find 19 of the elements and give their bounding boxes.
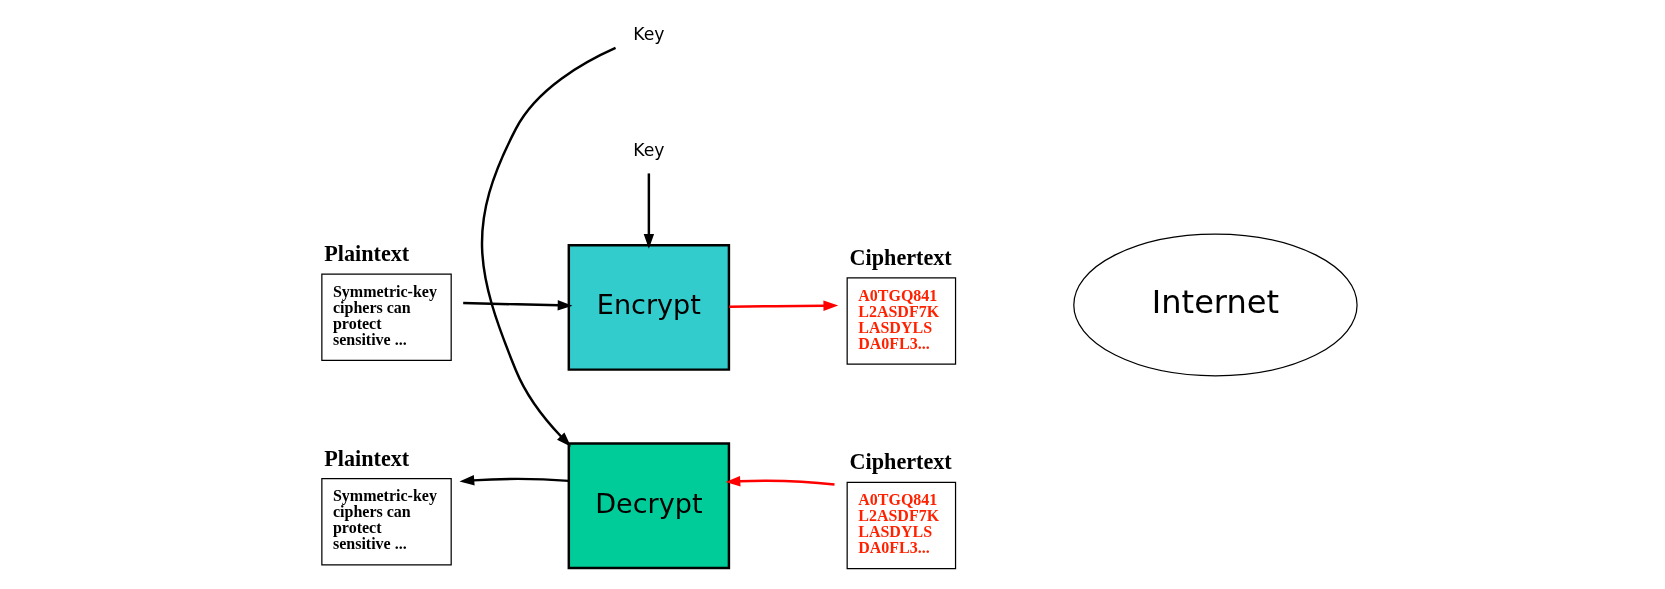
arrow: [728, 300, 838, 311]
node-box: Symmetric-key ciphers can protect sensitive ...: [320, 273, 452, 361]
node-ellipse: Internet: [1072, 233, 1358, 377]
node-label: Plaintext: [323, 241, 409, 267]
node-box: Symmetric-key ciphers can protect sensitive ...: [320, 478, 452, 566]
arrow: [643, 173, 654, 249]
node-box: A0TGQ841 L2ASDF7K LASDYLS DA0FL3...: [846, 481, 956, 570]
arrow: [458, 475, 569, 486]
node-box: A0TGQ841 L2ASDF7K LASDYLS DA0FL3...: [846, 277, 956, 365]
node-label: Ciphertext: [849, 449, 952, 475]
node-box: Encrypt: [567, 244, 730, 371]
node-label: Plaintext: [323, 445, 409, 471]
arrow: [462, 300, 572, 311]
node-box: Decrypt: [567, 442, 730, 570]
arrow: [480, 46, 616, 447]
node-text: Key: [632, 23, 664, 44]
node-text: Key: [632, 139, 664, 160]
arrow: [725, 476, 835, 487]
node-label: Ciphertext: [849, 244, 952, 270]
